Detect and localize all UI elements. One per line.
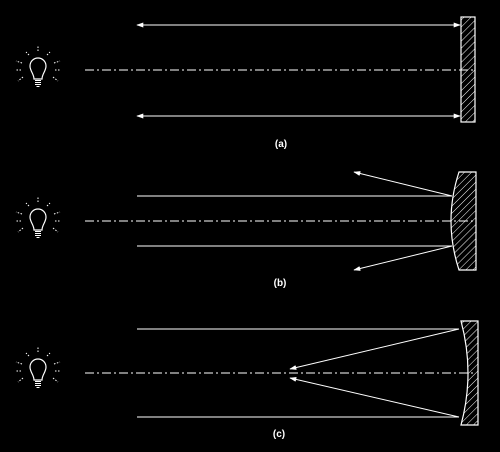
plane-mirror: [460, 16, 476, 123]
panel-a: [14, 16, 476, 123]
caption-c: (c): [272, 429, 286, 440]
panel-b: [14, 171, 477, 271]
light-bulb-icon: [14, 346, 62, 389]
caption-a: (a): [274, 139, 288, 150]
convex-mirror: [450, 171, 477, 271]
reflected-ray-bottom: [289, 377, 460, 418]
reflected-ray-top: [289, 328, 460, 370]
concave-mirror: [460, 320, 479, 426]
reflected-ray-top: [353, 171, 453, 197]
panel-c: [14, 320, 479, 426]
caption-b: (b): [273, 278, 287, 289]
reflected-ray-bottom: [353, 245, 453, 271]
light-bulb-icon: [14, 45, 62, 88]
light-bulb-icon: [14, 196, 62, 239]
